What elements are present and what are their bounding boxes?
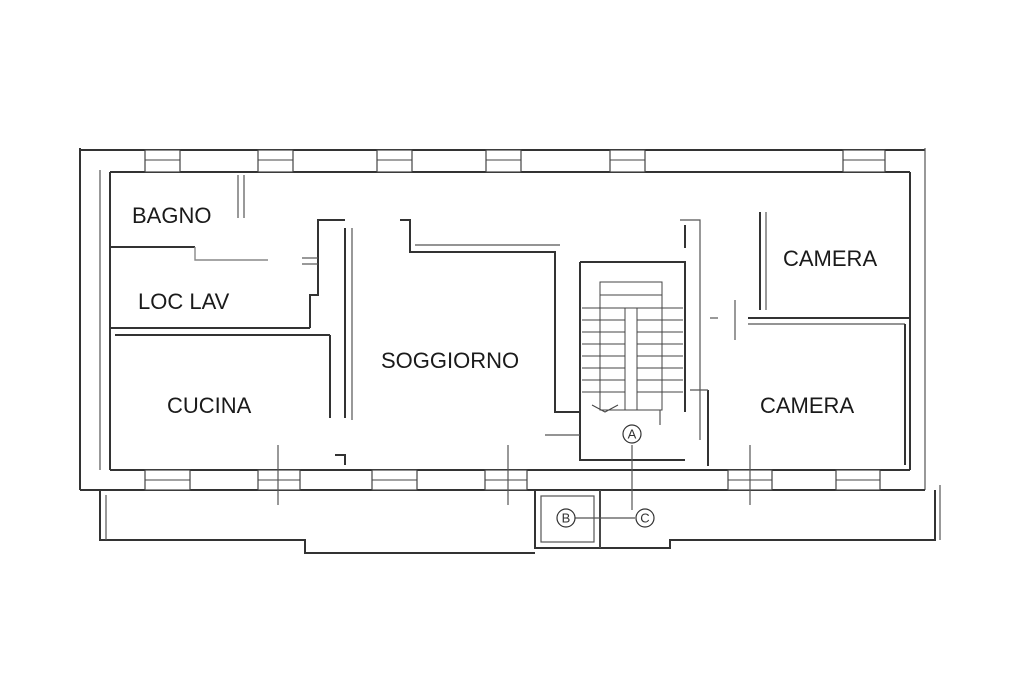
top-windows bbox=[144, 149, 886, 173]
room-label-camera-bottom: CAMERA bbox=[760, 393, 854, 418]
marker-b: B bbox=[556, 508, 576, 528]
grid-lines bbox=[277, 410, 751, 519]
room-label-camera-top: CAMERA bbox=[783, 246, 877, 271]
lift-box bbox=[534, 489, 601, 549]
room-label-cucina: CUCINA bbox=[167, 393, 252, 418]
room-label-bagno: BAGNO bbox=[132, 203, 211, 228]
marker-c-label: C bbox=[640, 511, 649, 526]
room-label-loc-lav: LOC LAV bbox=[138, 289, 230, 314]
bottom-windows bbox=[144, 469, 881, 491]
marker-a-label: A bbox=[628, 427, 637, 442]
interior-walls bbox=[109, 172, 910, 470]
marker-a: A bbox=[622, 424, 642, 444]
marker-c: C bbox=[635, 508, 655, 528]
room-label-soggiorno: SOGGIORNO bbox=[381, 348, 519, 373]
staircase bbox=[582, 281, 683, 413]
marker-b-label: B bbox=[562, 511, 571, 526]
